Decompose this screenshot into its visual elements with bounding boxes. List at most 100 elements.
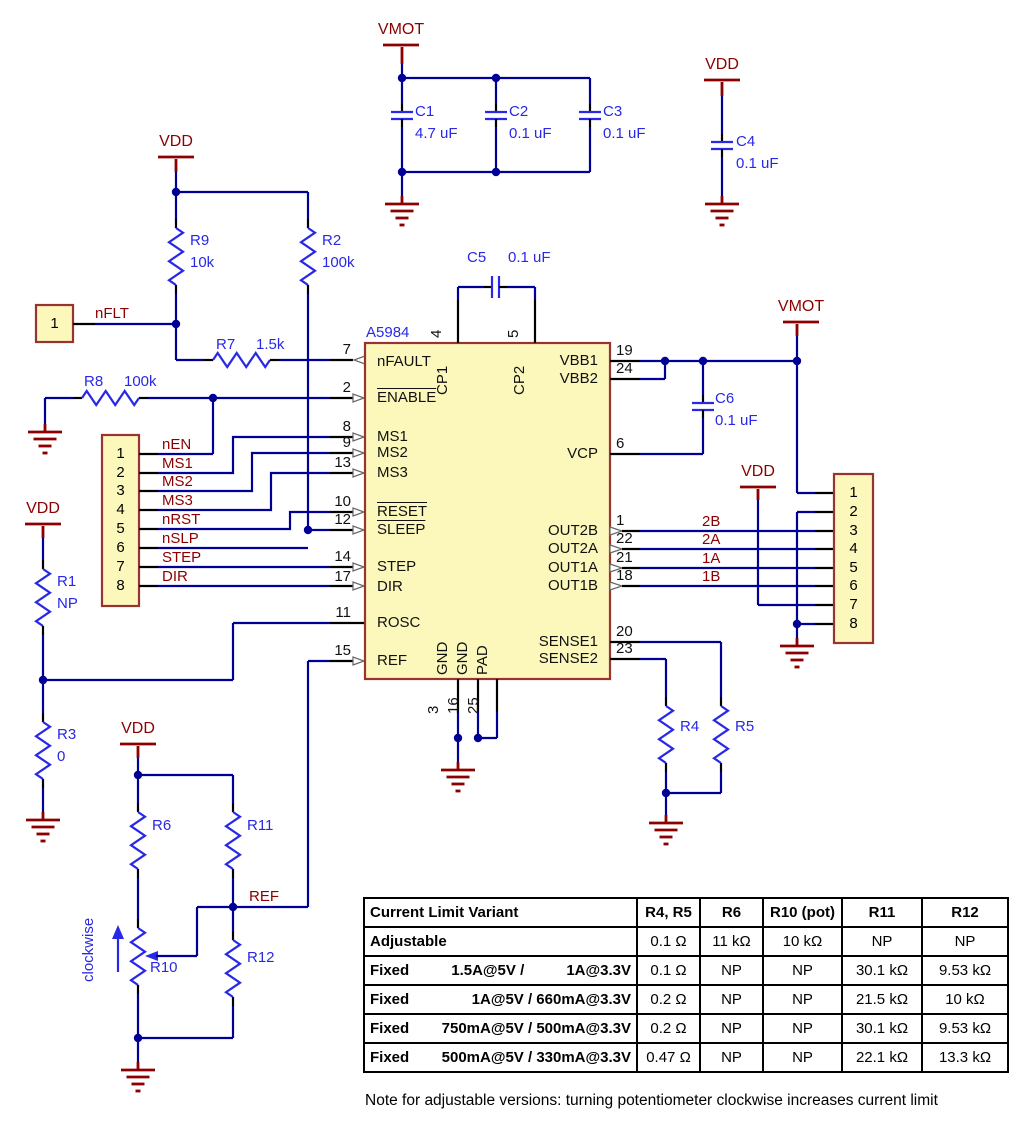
r3-value: 0 [57, 748, 66, 765]
pin-num-2: 2 [342, 379, 351, 396]
ic-pin-out1b: OUT1B [547, 577, 598, 594]
ic-pin-sense2: SENSE2 [538, 650, 598, 667]
ic-pin-ref: REF [377, 652, 407, 669]
motor-power-outputs [609, 320, 875, 669]
net-label-nslp: nSLP [162, 530, 199, 547]
r7-name: R7 [216, 336, 236, 353]
lconn-pin-2: 2 [116, 464, 125, 481]
r9-value: 10k [190, 254, 215, 271]
cell: NP [699, 1042, 764, 1073]
c1-name: C1 [415, 103, 435, 120]
lconn-pin-6: 6 [116, 539, 125, 556]
cell: NP [762, 1042, 843, 1073]
th-variant: Current Limit Variant [363, 897, 638, 928]
ic-pin-ms1: MS1 [377, 428, 408, 445]
ic-pin-cp2: CP2 [511, 365, 528, 395]
pin-num-3: 3 [425, 705, 442, 714]
cell: 22.1 kΩ [841, 1042, 923, 1073]
variant-fixed-3: Fixed 750mA@5V / 500mA@3.3V [363, 1013, 638, 1044]
r12-name: R12 [247, 949, 275, 966]
variant-part: Fixed [370, 991, 410, 1008]
ic-pin-sleep: SLEEP [377, 521, 426, 538]
cell: NP [699, 1013, 764, 1044]
pin-num-4: 4 [428, 329, 445, 338]
control-connector-wires [100, 432, 366, 608]
th-r10: R10 (pot) [762, 897, 843, 928]
cell: NP [841, 926, 923, 957]
current-limit-table: Current Limit Variant R4, R5 R6 R10 (pot… [363, 897, 1009, 1073]
r10-name: R10 [150, 959, 178, 976]
variant-part: 1A@3.3V [566, 962, 631, 979]
cell: NP [762, 955, 843, 986]
table-row: Fixed 500mA@5V / 330mA@3.3V 0.47 Ω NP NP… [363, 1042, 1009, 1073]
vdd-r9-label: VDD [159, 133, 193, 150]
cell: 9.53 kΩ [921, 1013, 1009, 1044]
rconn-pin-6: 6 [849, 577, 858, 594]
lconn-pin-5: 5 [116, 520, 125, 537]
lconn-pin-4: 4 [116, 501, 125, 518]
cell: 11 kΩ [699, 926, 764, 957]
net-label-2a: 2A [702, 531, 721, 548]
c2-value: 0.1 uF [509, 125, 552, 142]
variant-fixed-1: Fixed 1.5A@5V / 1A@3.3V [363, 955, 638, 986]
pin-num-13: 13 [334, 454, 351, 471]
pin-num-18: 18 [616, 567, 633, 584]
r2-value: 100k [322, 254, 355, 271]
table-row: Adjustable 0.1 Ω 11 kΩ 10 kΩ NP NP [363, 926, 1009, 957]
ic-pin-nfault: nFAULT [377, 353, 431, 370]
ic-pin-out2b: OUT2B [547, 522, 598, 539]
th-r11: R11 [841, 897, 923, 928]
c3-name: C3 [603, 103, 623, 120]
r1-name: R1 [57, 573, 77, 590]
r5-name: R5 [735, 718, 755, 735]
cell: 30.1 kΩ [841, 955, 923, 986]
sense-resistors [610, 640, 730, 846]
net-label-2b: 2B [702, 513, 721, 530]
cell: 9.53 kΩ [921, 955, 1009, 986]
c5-value: 0.1 uF [508, 249, 551, 266]
pin-num-21: 21 [616, 549, 633, 566]
variant-adjustable: Adjustable [363, 926, 638, 957]
c6-name: C6 [715, 390, 735, 407]
vmot-top-label: VMOT [377, 21, 425, 38]
r8-value: 100k [124, 373, 157, 390]
pin-num-5: 5 [505, 329, 522, 338]
variant-part: 750mA@5V / 500mA@3.3V [441, 1020, 631, 1037]
ic-pin-vbb2: VBB2 [559, 370, 598, 387]
pin-num-22: 22 [616, 530, 633, 547]
cell: 0.2 Ω [636, 1013, 701, 1044]
rconn-pin-3: 3 [849, 522, 858, 539]
variant-part: Fixed [370, 1049, 410, 1066]
net-label-dir: DIR [162, 568, 188, 585]
ic-pin-step: STEP [377, 558, 417, 575]
r9-name: R9 [190, 232, 210, 249]
pin-num-19: 19 [616, 342, 633, 359]
rosc-ref-network [24, 522, 366, 907]
variant-part: 1A@5V / 660mA@3.3V [471, 991, 631, 1008]
ic-pin-out2a: OUT2A [547, 540, 598, 557]
net-label-ms1: MS1 [162, 455, 193, 472]
lconn-pin-8: 8 [116, 577, 125, 594]
c2-name: C2 [509, 103, 529, 120]
cell: NP [762, 1013, 843, 1044]
net-label-1b: 1B [702, 568, 721, 585]
ic-pin-enable: ENABLE [377, 389, 437, 406]
pin-num-24: 24 [616, 360, 633, 377]
pin-num-20: 20 [616, 623, 633, 640]
net-label-1a: 1A [702, 550, 721, 567]
ic-pin-reset: RESET [377, 503, 428, 520]
rconn-pin-8: 8 [849, 615, 858, 632]
cell: NP [762, 984, 843, 1015]
ic-pin-gnd2: GND [454, 641, 471, 675]
c1-value: 4.7 uF [415, 125, 458, 142]
net-label-step: STEP [162, 549, 202, 566]
r3-name: R3 [57, 726, 77, 743]
pin-num-10: 10 [334, 493, 351, 510]
variant-part: 1.5A@5V / [451, 962, 525, 979]
c3-value: 0.1 uF [603, 125, 646, 142]
a5984-ic [363, 274, 612, 793]
c4-name: C4 [736, 133, 756, 150]
vdd-right-label: VDD [741, 463, 775, 480]
